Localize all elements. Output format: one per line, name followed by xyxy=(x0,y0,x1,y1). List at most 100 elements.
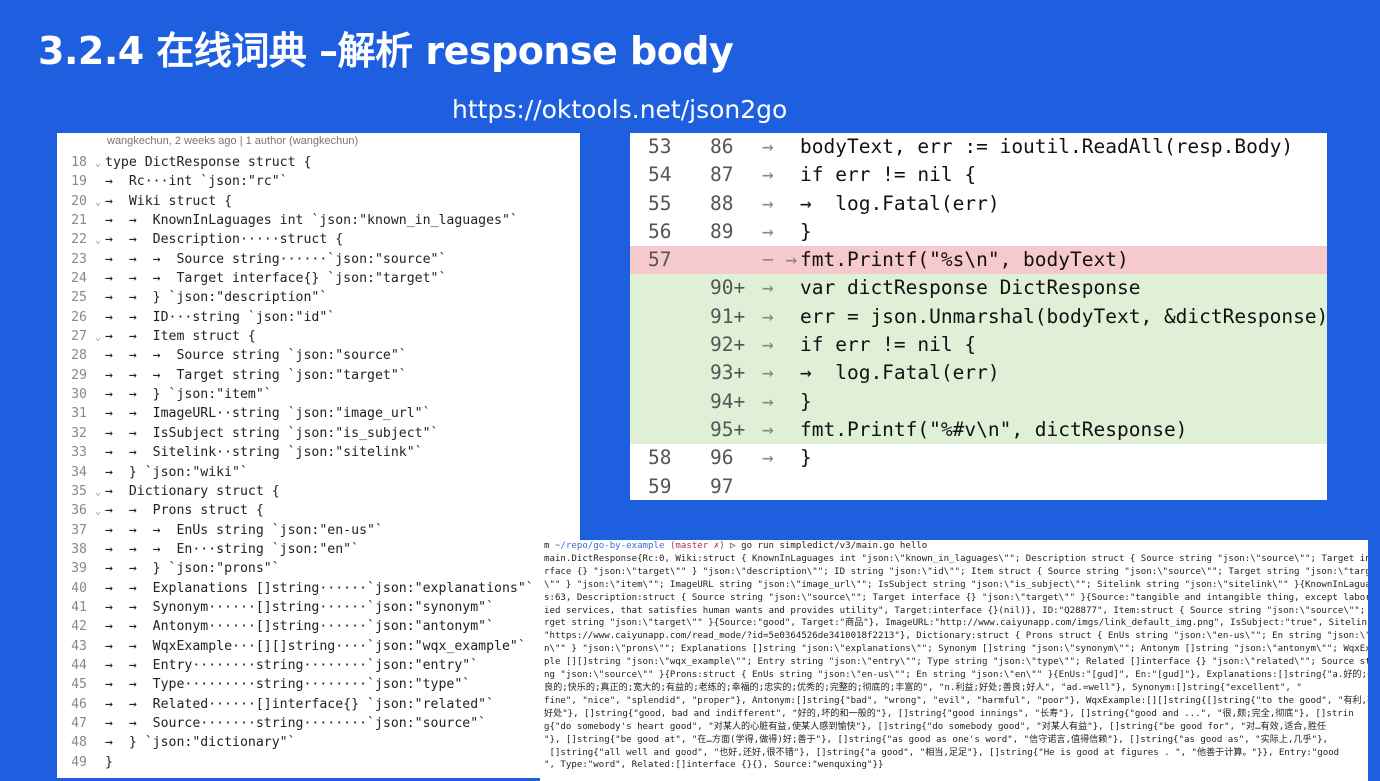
code-line: 43 → → WqxExample···[][]string····`json:"… xyxy=(57,637,580,656)
line-number: 46 xyxy=(71,696,87,712)
line-number: 43 xyxy=(71,638,87,654)
code-line: 44→ → Entry········string········`json:"… xyxy=(57,656,580,675)
code-text: → → IsSubject string `json:"is_subject"` xyxy=(105,425,439,441)
code-text: → → Item struct { xyxy=(105,329,256,345)
new-line-number: 89 xyxy=(710,219,734,243)
new-line-number: 90+ xyxy=(710,276,746,300)
diff-marker: → xyxy=(762,361,774,385)
code-text: → } `json:"wiki"` xyxy=(105,464,248,480)
diff-code: bodyText, err := ioutil.ReadAll(resp.Bod… xyxy=(800,135,1294,158)
line-number: 27 xyxy=(71,329,87,345)
code-line: 42→ → Antonym······[]string······`json:"… xyxy=(57,617,580,636)
fold-chevron-icon[interactable]: ⌄ xyxy=(94,235,102,247)
prompt-path: ~/repo/go-by-example xyxy=(554,541,665,551)
diff-marker: → xyxy=(762,191,774,215)
diff-code: err = json.Unmarshal(bodyText, &dictResp… xyxy=(800,304,1327,328)
line-number: 36 xyxy=(71,503,87,519)
code-line: 22⌄→ → Description·····struct { xyxy=(57,230,580,249)
prompt-branch: (master ✗) xyxy=(669,541,725,551)
old-line-number: 59 xyxy=(648,474,672,498)
diff-code: } xyxy=(800,389,812,413)
terminal-output-line: "https://www.caiyunapp.com/read_mode/?id… xyxy=(544,631,1368,642)
code-line: 26 → → ID···string `json:"id"` xyxy=(57,308,580,327)
terminal-output: main.DictResponse{Rc:0, Wiki:struct { Kn… xyxy=(540,553,1368,772)
code-text: → → ID···string `json:"id"` xyxy=(105,309,336,325)
code-text: → → } `json:"description"` xyxy=(105,290,328,306)
fold-chevron-icon[interactable]: ⌄ xyxy=(94,486,102,498)
new-line-number: 93+ xyxy=(710,361,746,385)
code-line: 29 → → → Target string `json:"target"` xyxy=(57,366,580,385)
terminal-panel: m ~/repo/go-by-example (master ✗) ▷ go r… xyxy=(540,540,1368,781)
diff-marker: → xyxy=(762,219,774,243)
code-line: 45→ → Type·········string········`json:"… xyxy=(57,675,580,694)
code-line: 25→ → } `json:"description"` xyxy=(57,288,580,307)
reference-url[interactable]: https://oktools.net/json2go xyxy=(452,95,788,124)
new-line-number: 87 xyxy=(710,163,734,187)
diff-code: if err != nil { xyxy=(800,333,977,357)
old-line-number: 53 xyxy=(648,135,672,158)
code-text: → → Antonym······[]string······`json:"an… xyxy=(105,619,495,635)
code-line: 48→ } `json:"dictionary"` xyxy=(57,733,580,752)
diff-code: fmt.Printf("%s\n", bodyText) xyxy=(800,248,1129,272)
code-text: → → Description·····struct { xyxy=(105,232,344,248)
code-line: 21→ → KnownInLaguages int `json:"known_i… xyxy=(57,211,580,230)
diff-code: fmt.Printf("%#v\n", dictResponse) xyxy=(800,417,1188,441)
prompt-icon: m xyxy=(544,541,555,551)
line-number: 39 xyxy=(71,561,87,577)
code-line: 20⌄→ Wiki struct { xyxy=(57,192,580,211)
terminal-output-line: \"" } "json:\"item\""; ImageURL string "… xyxy=(544,579,1368,590)
diff-marker: → xyxy=(762,389,774,413)
old-line-number: 58 xyxy=(648,446,672,470)
diff-marker: → xyxy=(762,135,774,158)
old-line-number: 57 xyxy=(648,248,672,272)
fold-chevron-icon[interactable]: ⌄ xyxy=(94,332,102,344)
line-number: 26 xyxy=(71,309,87,325)
fold-chevron-icon[interactable]: ⌄ xyxy=(94,506,102,518)
old-line-number: 54 xyxy=(648,163,672,187)
old-line-number: 55 xyxy=(648,191,672,215)
line-number: 23 xyxy=(71,251,87,267)
line-number: 24 xyxy=(71,271,87,287)
code-line: 32 → → IsSubject string `json:"is_subject… xyxy=(57,424,580,443)
diff-code: } xyxy=(800,219,812,243)
code-line: 30→ → } `json:"item"` xyxy=(57,385,580,404)
terminal-output-line: ied services, that satisfies human wants… xyxy=(544,605,1368,616)
fold-chevron-icon[interactable]: ⌄ xyxy=(94,196,102,208)
new-line-number: 92+ xyxy=(710,333,746,357)
code-line: 19→ Rc···int `json:"rc"` xyxy=(57,172,580,191)
diff-marker: → xyxy=(762,304,774,328)
line-number: 37 xyxy=(71,522,87,538)
terminal-command: go run simpledict/v3/main.go hello xyxy=(741,541,928,551)
git-blame-annotation: wangkechun, 2 weeks ago | 1 author (wang… xyxy=(107,135,359,147)
line-number: 35 xyxy=(71,483,87,499)
diff-marker: → xyxy=(762,333,774,357)
fold-chevron-icon[interactable]: ⌄ xyxy=(94,158,102,169)
code-line: 23 → → → Source string······`json:"source… xyxy=(57,250,580,269)
line-number: 32 xyxy=(71,425,87,441)
diff-marker: → xyxy=(762,446,774,470)
line-number: 29 xyxy=(71,367,87,383)
code-text: → Rc···int `json:"rc"` xyxy=(105,174,288,190)
terminal-output-line: ple [][]string "json:\"wqx_example\""; E… xyxy=(544,657,1368,668)
terminal-output-line: 好处"}, []string{"good, bad and indifferen… xyxy=(544,708,1354,719)
terminal-prompt: m ~/repo/go-by-example (master ✗) ▷ go r… xyxy=(540,540,1368,553)
terminal-output-line: s:63, Description:struct { Source string… xyxy=(544,592,1368,603)
diff-code: → log.Fatal(err) xyxy=(800,191,1000,215)
line-number: 44 xyxy=(71,657,87,673)
code-text: → → KnownInLaguages int `json:"known_in_… xyxy=(105,213,518,229)
code-text: → → → Source string······`json:"source"` xyxy=(105,251,447,267)
new-line-number: 94+ xyxy=(710,389,746,413)
code-line: 36⌄→ → Prons struct { xyxy=(57,501,580,520)
code-line: 39→ → } `json:"prons"` xyxy=(57,559,580,578)
code-text: → → → Target string `json:"target"` xyxy=(105,367,407,383)
line-number: 38 xyxy=(71,541,87,557)
code-text: → → → Target interface{} `json:"target"` xyxy=(105,271,447,287)
code-line: 41→ → Synonym······[]string······`json:"… xyxy=(57,598,580,617)
line-number: 47 xyxy=(71,715,87,731)
terminal-output-line: fine", "nice", "splendid", "proper"}, An… xyxy=(544,695,1368,706)
code-text: → → WqxExample···[][]string····`json:"wq… xyxy=(105,638,526,654)
